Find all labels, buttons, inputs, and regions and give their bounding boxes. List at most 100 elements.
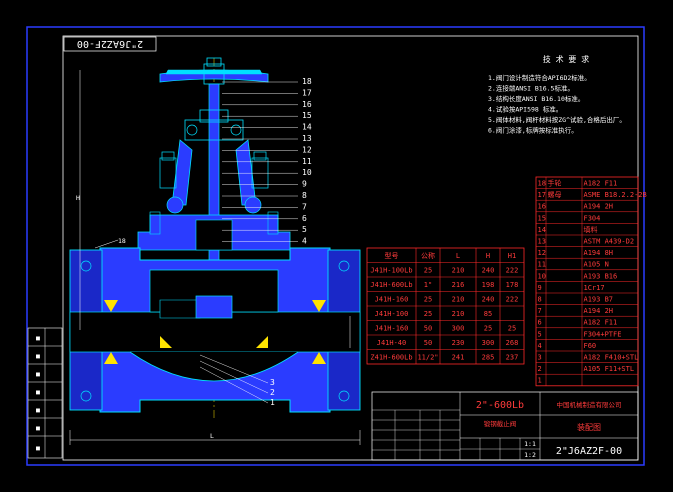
size-table-cell: 300 [482,339,495,347]
material-label: 锻钢截止阀 [484,419,517,428]
tech-requirement-item: 6.阀门涂漆,标牌按标准执行。 [488,126,578,135]
parts-list-cell: 2 [538,365,542,373]
size-table-cell: 237 [506,354,519,362]
parts-list-cell: A105 N [584,261,609,269]
handwheel [159,57,269,85]
parts-list-cell: 9 [538,284,542,292]
svg-text:■: ■ [36,352,40,360]
tech-requirement-item: 2.连接端ANSI B16.5标准。 [488,84,574,93]
size-table-cell: 25 [484,325,492,333]
part-balloons-lower: 321 [199,354,275,407]
size-table-cell: 230 [452,339,465,347]
product-size: 2"-600Lb [476,400,524,411]
balloon-number: 13 [302,134,312,143]
balloon-number: 8 [302,191,307,200]
svg-text:■: ■ [36,444,40,452]
parts-list-cell: 16 [538,203,546,211]
parts-list-cell: A193 B7 [584,296,614,304]
balloon-number: 7 [302,202,307,211]
balloon-number: 12 [302,145,312,154]
parts-list-cell: A182 F11 [584,319,618,327]
balloon-number: 10 [302,168,312,177]
size-table-cell: 210 [452,296,465,304]
parts-list-cell: 11 [538,261,546,269]
size-table-cell: J41H-160 [375,325,409,333]
parts-list-cell: 螺母 [548,190,562,199]
size-table-header: 型号 [385,251,399,260]
size-table-cell: J41H-100Lb [370,267,412,275]
parts-list-cell: 18 [538,180,546,188]
balloon-number: 6 [302,214,307,223]
size-table-cell: 300 [452,325,465,333]
size-table-header: 公称 [421,251,435,260]
parts-list-cell: 1 [538,377,542,385]
balloon-number: 1 [270,398,275,407]
outer-frame [26,26,645,466]
svg-text:■: ■ [36,406,40,414]
drawing-name: 装配图 [577,422,601,432]
svg-text:■: ■ [36,334,40,342]
parts-list-cell: 5 [538,330,542,338]
size-table-cell: 85 [484,310,492,318]
tech-requirement-item: 4.试验按API598 标准。 [488,105,562,114]
size-table-cell: 50 [424,339,432,347]
svg-text:■: ■ [36,424,40,432]
size-table-cell: 216 [452,281,465,289]
size-table-cell: 222 [506,267,519,275]
size-table-cell: 25 [424,267,432,275]
parts-list-cell: F304 [584,214,601,222]
size-table-cell: 210 [452,310,465,318]
parts-list-cell: 6 [538,319,542,327]
size-table-cell: 11/2" [417,354,438,362]
size-table-cell: J41H-600Lb [370,281,412,289]
parts-list-cell: 8 [538,296,542,304]
balloon-number: 3 [270,378,275,387]
size-table-cell: 222 [506,296,519,304]
valve-assembly-drawing: L H 18 [69,57,361,445]
left-side-table: ■ ■ ■ ■ ■ ■ ■ [27,327,63,459]
drawing-code: 2"J6AZ2F-00 [556,446,622,457]
parts-list-cell: 3 [538,354,542,362]
tech-requirements: 技 术 要 求 1.阀门设计制造符合API6D2标准。2.连接端ANSI B16… [488,54,626,135]
balloon-number: 14 [302,123,312,132]
parts-list-cell: 填料 [584,225,598,234]
balloon-number: 11 [302,157,312,166]
parts-list-cell: A182 F410+STL [584,354,639,362]
tech-requirement-item: 5.阀体材料,阀杆材料按ZG^试验,合格后出厂。 [488,115,626,124]
tech-requirement-item: 1.阀门设计制造符合API6D2标准。 [488,73,591,82]
balloon-number: 2 [270,388,275,397]
size-table-cell: 25 [424,310,432,318]
size-table-cell: 25 [508,325,516,333]
parts-list-cell: A194 2H [584,203,614,211]
parts-list-cell: 4 [538,342,542,350]
parts-list-cell: A193 B16 [584,272,618,280]
size-table-cell: 285 [482,354,495,362]
size-table-cell: 240 [482,296,495,304]
balloon-number: 17 [302,88,312,97]
parts-list-cell: A194 2H [584,307,614,315]
parts-list-cell: A194 8H [584,249,614,257]
scale-a: 1:1 [524,440,536,448]
rotated-code-box: 2"J6AZ2F-00 [63,36,157,52]
parts-list-cell: 13 [538,238,546,246]
parts-list-cell: 7 [538,307,542,315]
parts-list-cell: 手轮 [548,179,562,188]
balloon-number: 9 [302,180,307,189]
size-table-cell: 198 [482,281,495,289]
size-table-cell: 240 [482,267,495,275]
size-table-header: H1 [508,252,516,260]
size-table-cell: Z41H-600Lb [370,354,412,362]
rotated-code-text: 2"J6AZ2F-00 [77,38,143,49]
parts-list-cell: F60 [584,342,597,350]
parts-list-cell: 15 [538,214,546,222]
balloon-number: 16 [302,100,312,109]
balloon-number: 18 [302,77,312,86]
tech-requirement-item: 3.结构长度ANSI B16.10标准。 [488,94,584,103]
size-table-cell: J41H-100 [375,310,409,318]
size-table-cell: 241 [452,354,465,362]
parts-list-cell: 1Cr17 [584,284,605,292]
parts-list-cell: ASTM A439-D2 [584,238,635,246]
